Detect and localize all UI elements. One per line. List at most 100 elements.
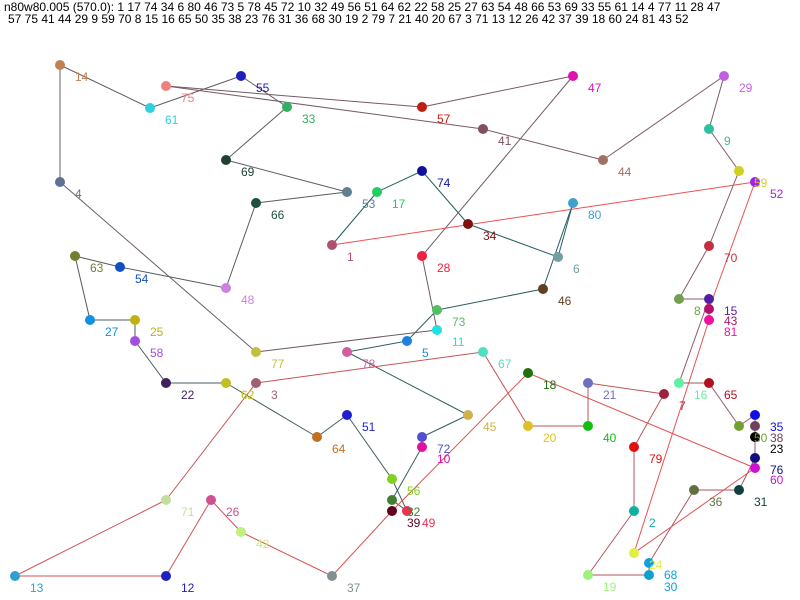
node-label-53: 53 xyxy=(362,197,376,211)
node-57 xyxy=(417,102,427,112)
node-38 xyxy=(750,421,760,431)
node-label-61: 61 xyxy=(165,113,179,127)
node-label-75: 75 xyxy=(181,91,195,105)
node-label-41: 41 xyxy=(498,134,512,148)
node-label-81: 81 xyxy=(724,325,738,339)
node-64 xyxy=(312,432,322,442)
node-label-3: 3 xyxy=(271,388,278,402)
node-label-5: 5 xyxy=(422,346,429,360)
node-label-2: 2 xyxy=(649,516,656,530)
node-15 xyxy=(704,294,714,304)
node-43 xyxy=(704,304,714,314)
node-59 xyxy=(734,166,744,176)
node-5 xyxy=(402,336,412,346)
node-28 xyxy=(417,251,427,261)
node-label-14: 14 xyxy=(75,70,89,84)
tour-edge xyxy=(165,499,212,577)
node-51 xyxy=(342,410,352,420)
node-label-37: 37 xyxy=(347,581,361,595)
node-label-39: 39 xyxy=(407,516,421,530)
tour-edge xyxy=(240,531,333,577)
node-49 xyxy=(402,506,412,516)
node-label-9: 9 xyxy=(724,134,731,148)
tour-node-labels: 1177434680467357845721032495651646222582… xyxy=(30,70,784,595)
node-label-34: 34 xyxy=(483,229,497,243)
node-label-21: 21 xyxy=(603,388,617,402)
tour-edge xyxy=(557,202,574,258)
node-label-71: 71 xyxy=(181,505,195,519)
node-1 xyxy=(327,240,337,250)
node-12 xyxy=(161,571,171,581)
node-21 xyxy=(583,378,593,388)
node-label-32: 32 xyxy=(407,505,421,519)
tour-edge xyxy=(14,499,167,577)
node-23 xyxy=(750,432,760,442)
node-label-26: 26 xyxy=(226,505,240,519)
node-4 xyxy=(55,177,65,187)
tour-edge xyxy=(482,128,604,161)
node-label-10: 10 xyxy=(437,452,451,466)
node-41 xyxy=(478,124,488,134)
node-label-77: 77 xyxy=(271,357,285,371)
tour-edge xyxy=(633,319,710,554)
tour-edge xyxy=(255,191,348,204)
tour-edge xyxy=(316,414,348,438)
node-label-46: 46 xyxy=(558,294,572,308)
node-36 xyxy=(689,485,699,495)
node-8 xyxy=(674,294,684,304)
node-label-30: 30 xyxy=(664,580,678,594)
node-label-33: 33 xyxy=(302,112,316,126)
node-55 xyxy=(236,71,246,81)
node-label-58: 58 xyxy=(150,346,164,360)
node-label-56: 56 xyxy=(407,484,421,498)
node-37 xyxy=(327,571,337,581)
node-label-35: 35 xyxy=(770,420,784,434)
node-label-80: 80 xyxy=(588,208,602,222)
node-label-76: 76 xyxy=(770,463,784,477)
node-24 xyxy=(629,548,639,558)
tour-edge xyxy=(149,75,242,109)
node-label-38: 38 xyxy=(770,431,784,445)
node-42 xyxy=(236,527,246,537)
tour-edge xyxy=(74,255,91,321)
node-label-45: 45 xyxy=(483,420,497,434)
node-label-29: 29 xyxy=(739,81,753,95)
node-label-23: 23 xyxy=(770,442,784,456)
node-31 xyxy=(734,485,744,495)
node-7 xyxy=(659,389,669,399)
tour-edge xyxy=(225,106,288,161)
node-label-70: 70 xyxy=(724,251,738,265)
node-label-13: 13 xyxy=(30,581,44,595)
node-label-27: 27 xyxy=(105,325,119,339)
node-label-44: 44 xyxy=(618,165,632,179)
node-label-49: 49 xyxy=(422,516,436,530)
node-label-69: 69 xyxy=(241,165,255,179)
tour-edge xyxy=(225,159,348,193)
node-75 xyxy=(161,81,171,91)
node-65 xyxy=(704,378,714,388)
node-26 xyxy=(206,495,216,505)
node-label-79: 79 xyxy=(649,452,663,466)
node-label-50: 50 xyxy=(754,431,768,445)
tour-edge xyxy=(542,202,574,290)
node-79 xyxy=(629,442,639,452)
node-label-1: 1 xyxy=(347,250,354,264)
node-58 xyxy=(130,336,140,346)
tour-edge xyxy=(678,245,710,300)
tour-edge xyxy=(119,266,227,289)
tour-edge xyxy=(587,382,665,395)
node-11 xyxy=(432,325,442,335)
node-78 xyxy=(342,347,352,357)
tour-edge xyxy=(376,170,423,193)
node-6 xyxy=(553,252,563,262)
node-label-11: 11 xyxy=(452,335,465,349)
node-30 xyxy=(644,570,654,580)
node-44 xyxy=(598,155,608,165)
tour-edge xyxy=(391,372,529,512)
tour-header-line-2: 57 75 41 44 29 9 59 70 8 15 16 65 50 35 … xyxy=(8,12,689,26)
tour-edge xyxy=(59,181,257,353)
tour-edge xyxy=(678,298,710,384)
node-61 xyxy=(145,103,155,113)
tour-edge xyxy=(331,510,393,577)
